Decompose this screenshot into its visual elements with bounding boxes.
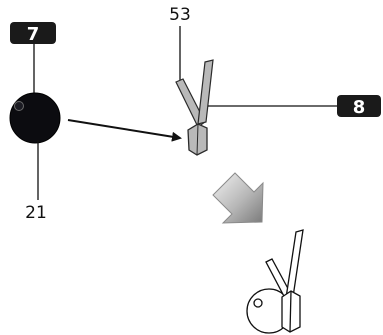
callout-badge-7: 7 <box>10 22 56 45</box>
insert-arrow <box>67 119 182 142</box>
callout-badge-8: 8 <box>337 95 381 118</box>
v-clip-part <box>175 59 214 156</box>
assembled-result <box>246 229 304 334</box>
result-arrow <box>212 172 264 224</box>
callout-label-8: 8 <box>353 97 366 118</box>
callout-label-53: 53 <box>169 5 191 25</box>
callout-label-21: 21 <box>25 203 47 223</box>
callout-label-7: 7 <box>27 24 40 45</box>
disc-part <box>9 92 61 144</box>
